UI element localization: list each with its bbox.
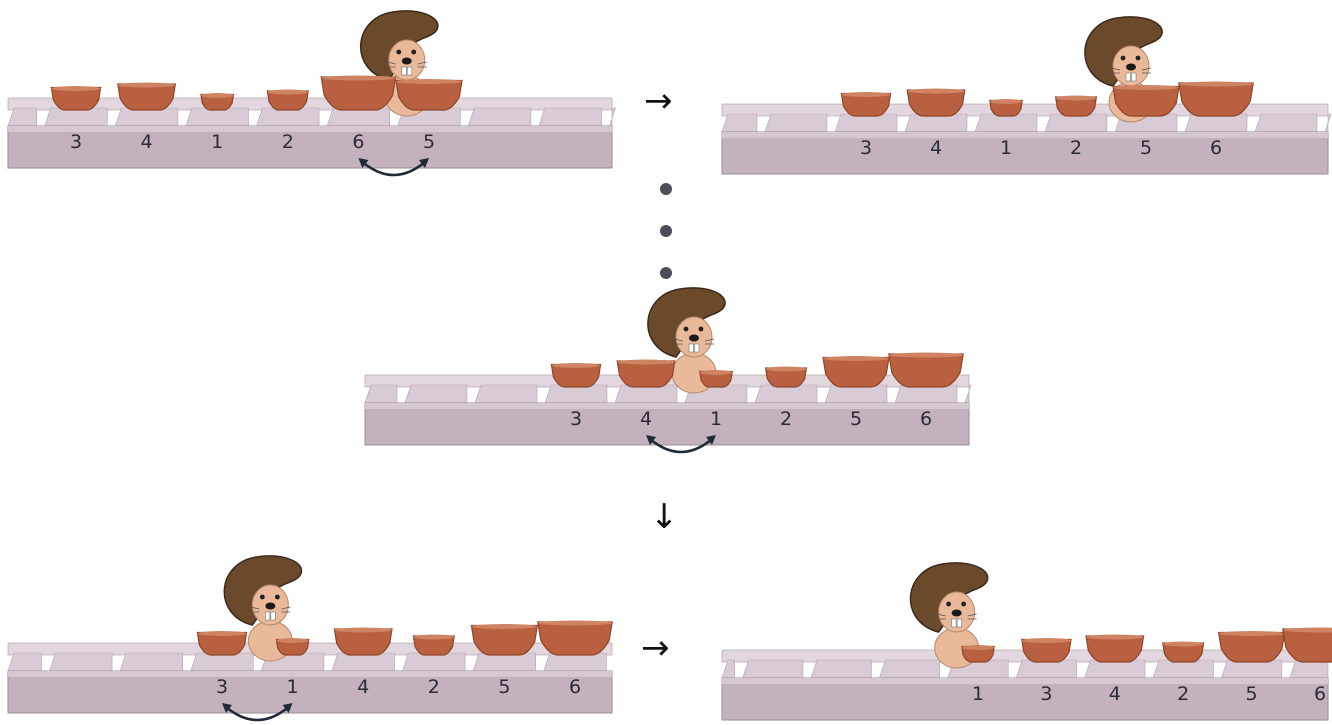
bowl-icon (616, 360, 676, 388)
shelf-step-d: 3 1 4 2 5 6 (7, 555, 613, 722)
slot-number: 1 (972, 683, 984, 705)
bowl-icon (412, 635, 455, 656)
slot-number: 1 (710, 408, 722, 430)
ellipsis-dots (660, 183, 672, 279)
shelf-step-a: 3 4 1 2 6 5 (7, 10, 616, 177)
bowl-icon (117, 83, 177, 111)
bowl-icon (395, 79, 463, 111)
slot-number: 5 (850, 408, 862, 430)
bowl-icon (275, 638, 310, 656)
down-arrow-middle: ↓ (650, 497, 679, 537)
bowl-icon (840, 92, 892, 117)
slot-number: 4 (1109, 683, 1121, 705)
bowl-icon (50, 86, 102, 111)
bowl-icon (699, 370, 733, 388)
bowl-icon (266, 90, 309, 111)
bowl-icon (537, 621, 613, 656)
bowl-icon (822, 356, 890, 388)
bowl-icon (1162, 642, 1205, 663)
slot-number: 3 (216, 676, 228, 698)
bowl-icon (1054, 96, 1098, 117)
slot-number: 5 (423, 131, 435, 153)
slot-number: 3 (70, 131, 82, 153)
slot-number: 6 (352, 131, 364, 153)
shelf-step-e: 1 3 4 2 5 6 (721, 562, 1332, 721)
bowl-icon (550, 363, 602, 388)
right-arrow-top: → (644, 81, 673, 121)
slot-number: 1 (211, 131, 223, 153)
bowl-icon (1021, 638, 1072, 663)
bowl-icon (196, 631, 248, 656)
slot-number: 2 (1070, 137, 1082, 159)
slot-number: 5 (1246, 683, 1258, 705)
slot-number: 4 (930, 137, 942, 159)
bowl-icon (320, 76, 397, 111)
bowl-icon (1282, 628, 1332, 663)
slot-number: 3 (570, 408, 582, 430)
bowl-icon (1178, 82, 1254, 117)
right-arrow-bottom: → (641, 628, 670, 668)
swap-arrow-icon (646, 435, 716, 454)
slot-number: 4 (357, 676, 369, 698)
bowl-icon (906, 89, 966, 117)
slot-number: 3 (1040, 683, 1052, 705)
swap-arrow-icon (358, 158, 429, 177)
slot-number: 6 (569, 676, 581, 698)
bowl-icon (888, 353, 964, 388)
bowl-icon (989, 99, 1023, 117)
slot-number: 6 (1210, 137, 1222, 159)
bowl-icon (1085, 635, 1145, 663)
slot-number: 2 (428, 676, 440, 698)
slot-number: 1 (1000, 137, 1012, 159)
bowl-icon (1217, 631, 1286, 663)
slot-number: 4 (141, 131, 153, 153)
ellipsis-dot (660, 225, 672, 237)
slot-number: 2 (282, 131, 294, 153)
bowl-icon (200, 93, 235, 111)
bowl-icon (1112, 85, 1180, 117)
beaver-mascot-icon (647, 287, 726, 394)
shelf-step-c: 3 4 1 2 5 6 (364, 287, 972, 454)
beaver-mascot-icon (223, 555, 303, 662)
slot-number: 6 (1314, 683, 1326, 705)
ellipsis-dot (660, 267, 672, 279)
slot-number: 1 (287, 676, 299, 698)
bowl-icon (961, 645, 995, 663)
shelf-step-b: 3 4 1 2 5 6 (721, 16, 1332, 175)
slot-number: 2 (780, 408, 792, 430)
slot-number: 2 (1177, 683, 1189, 705)
slot-number: 4 (640, 408, 652, 430)
slot-number: 6 (920, 408, 932, 430)
bowl-icon (470, 624, 539, 656)
slot-number: 5 (1140, 137, 1152, 159)
bowl-icon (764, 367, 808, 388)
bowl-icon (333, 628, 393, 656)
ellipsis-dot (660, 183, 672, 195)
slot-number: 3 (860, 137, 872, 159)
swap-arrow-icon (222, 703, 293, 722)
slot-number: 5 (498, 676, 510, 698)
